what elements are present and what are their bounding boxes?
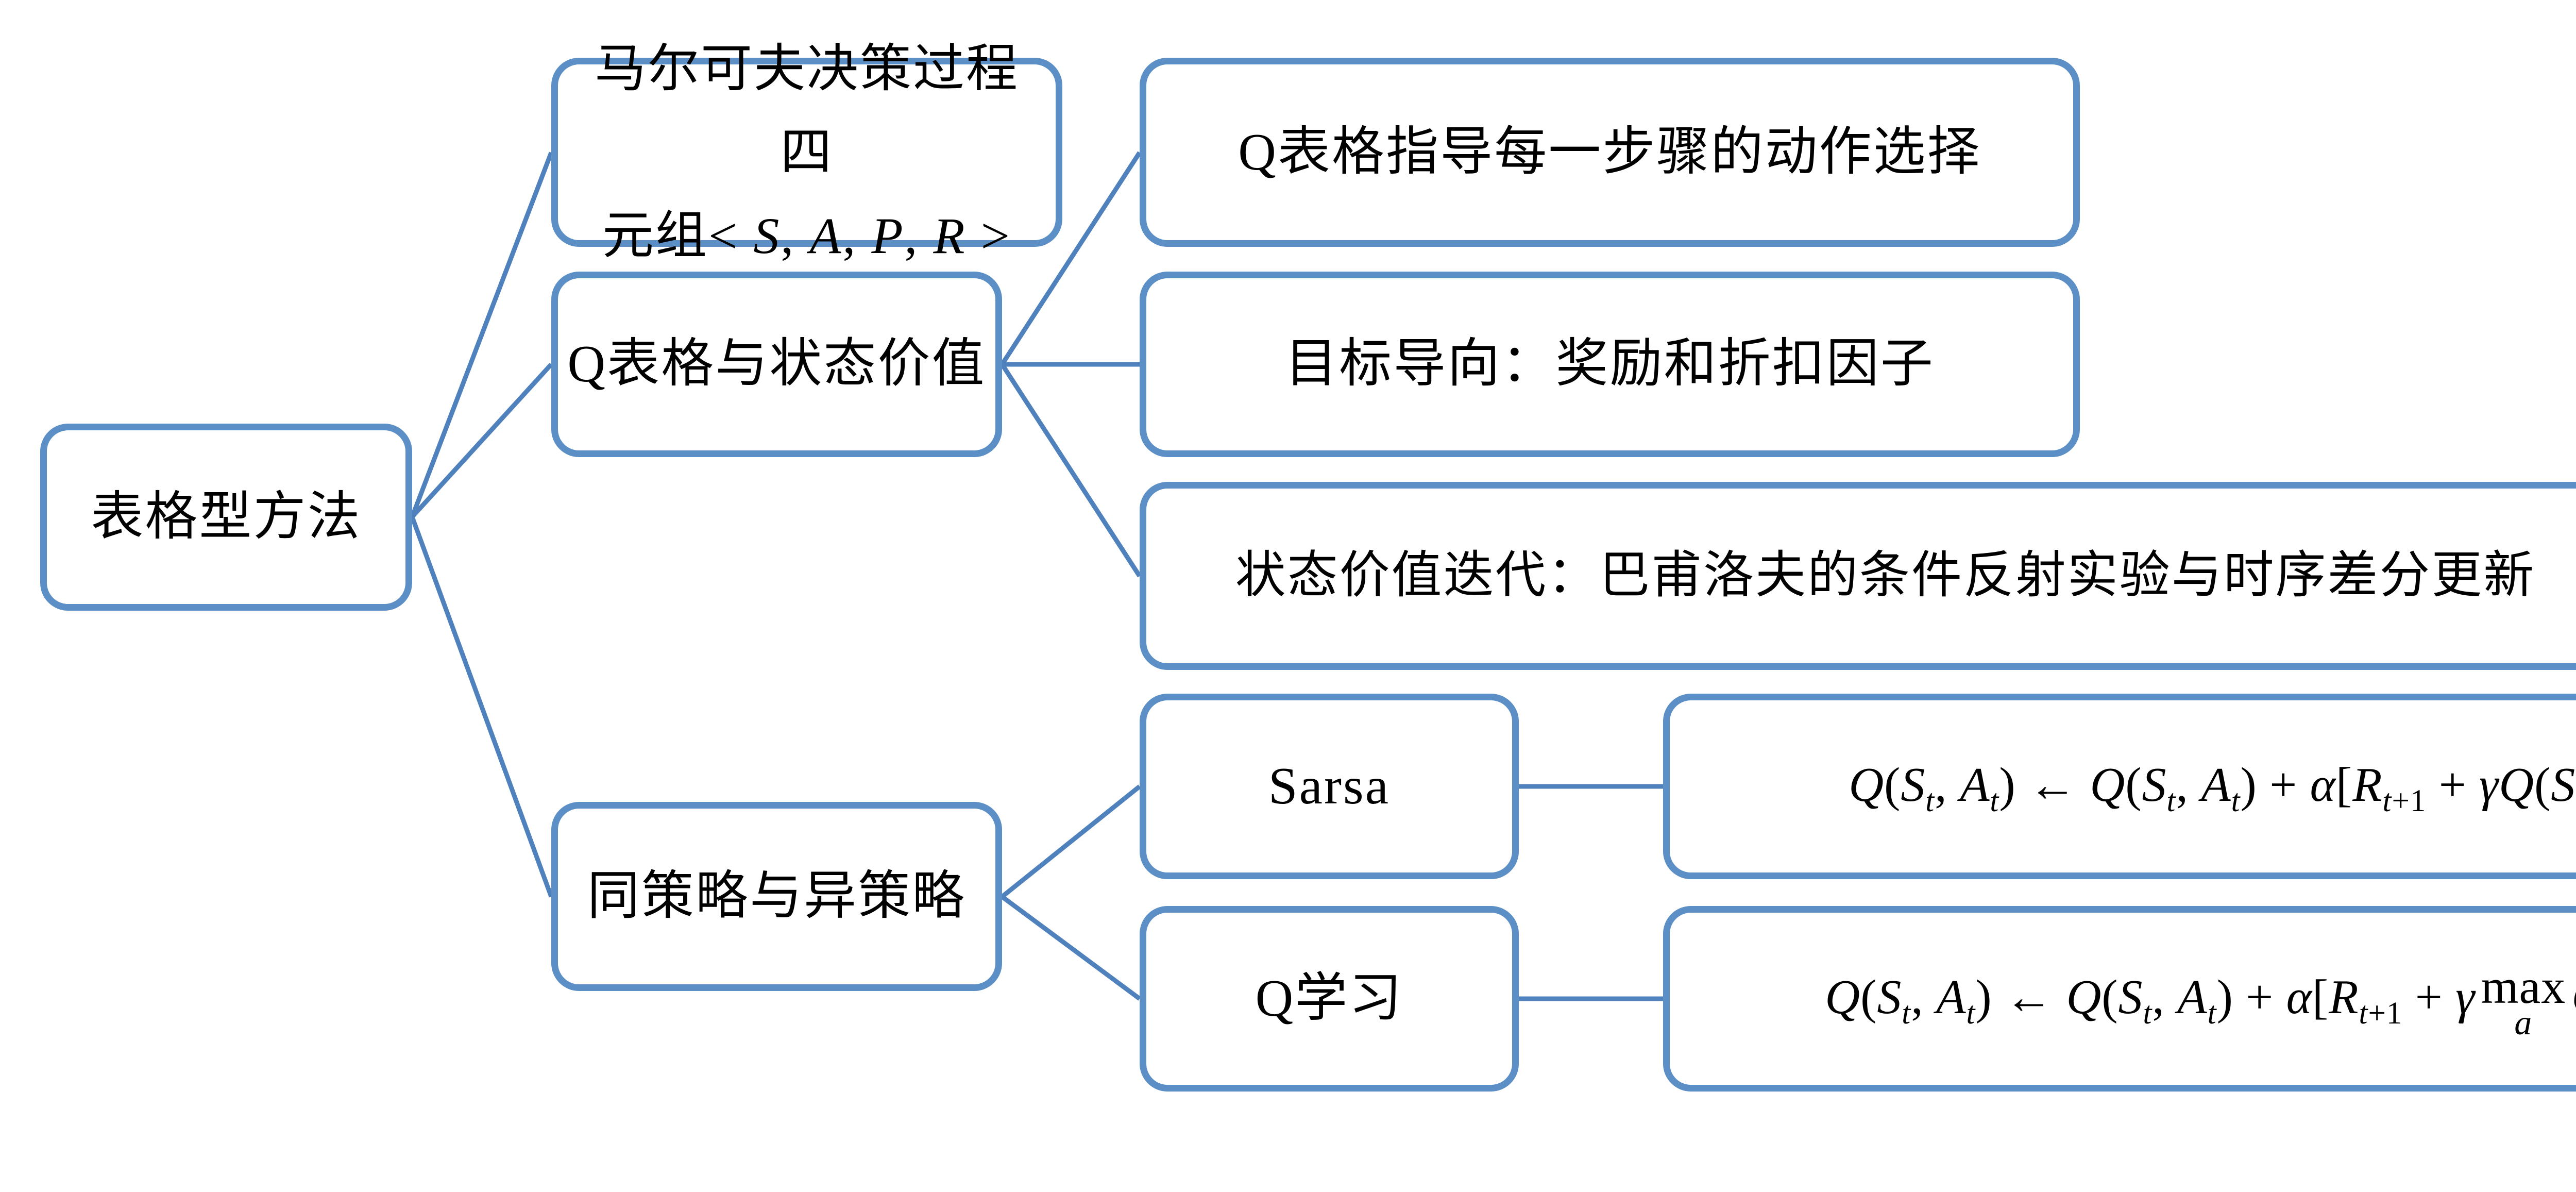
node-sarsa-update-formula: Q(St, At) ← Q(St, At) + α[Rt+1 + γQ(St+1… [1663, 694, 2576, 879]
sarsa-formula: Q(St, At) ← Q(St, At) + α[Rt+1 + γQ(St+1… [1849, 758, 2576, 819]
node-state-value-iteration: 状态价值迭代：巴甫洛夫的条件反射实验与时序差分更新 [1140, 482, 2576, 670]
node-q-learning-update-formula: Q(St, At) ← Q(St, At) + α[Rt+1 + γmaxaQ(… [1663, 906, 2576, 1092]
node-qtable-guides-action: Q表格指导每一步骤的动作选择 [1140, 58, 2080, 247]
node-sarsa: Sarsa [1140, 694, 1519, 879]
node-label: 同策略与异策略 [587, 867, 967, 926]
node-goal-oriented: 目标导向：奖励和折扣因子 [1140, 272, 2080, 457]
connector-qtable-qguide [1000, 151, 1142, 366]
connector-root-qtable [410, 362, 553, 519]
node-tabular-methods: 表格型方法 [40, 424, 412, 611]
node-on-policy-off-policy: 同策略与异策略 [551, 802, 1002, 991]
connector-root-mdp [410, 152, 554, 518]
node-label: 表格型方法 [91, 488, 362, 546]
node-label: Q学习 [1255, 969, 1403, 1028]
connector-onoff-qlearn [1001, 895, 1141, 1001]
connector-root-onoff [410, 516, 554, 898]
node-mdp-four-tuple: 马尔可夫决策过程四元组< S, A, P, R > [551, 40, 1062, 264]
node-label: Q表格指导每一步骤的动作选择 [1238, 123, 1981, 181]
connector-onoff-sarsa [1001, 784, 1141, 899]
q-learning-formula: Q(St, At) ← Q(St, At) + α[Rt+1 + γmaxaQ(… [1825, 960, 2576, 1042]
node-label: 状态价值迭代：巴甫洛夫的条件反射实验与时序差分更新 [1235, 548, 2536, 604]
node-q-learning: Q学习 [1140, 906, 1519, 1092]
node-label: Sarsa [1268, 757, 1391, 816]
node-label: Q表格与状态价值 [567, 335, 986, 394]
node-label: 马尔可夫决策过程四元组< S, A, P, R > [595, 40, 1019, 264]
node-label: 目标导向：奖励和折扣因子 [1285, 335, 1935, 394]
node-qtable-state-value: Q表格与状态价值 [551, 272, 1002, 457]
connector-qtable-valueiter [1000, 363, 1142, 578]
